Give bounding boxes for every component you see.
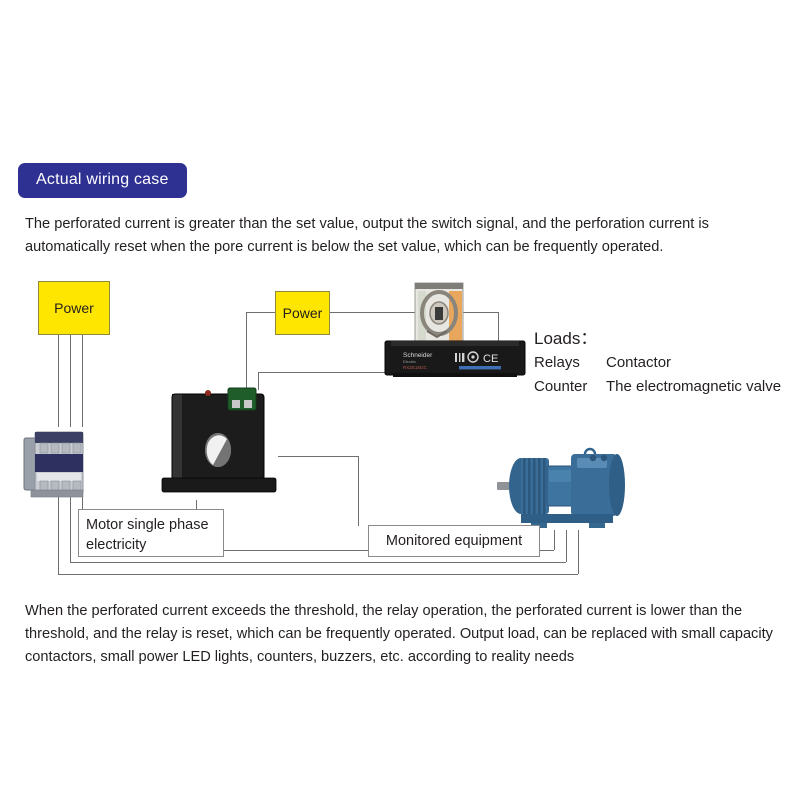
motor-phase-caption: Motor single phase electricity — [78, 509, 224, 557]
contactor-component — [22, 424, 92, 502]
relay-module: Schneider Electric RXZE1M2C CE — [384, 282, 526, 379]
loads-row-1-left: Counter — [534, 378, 588, 395]
loads-row-0-right: Contactor — [606, 354, 672, 371]
loads-title: Loads： — [534, 329, 598, 348]
svg-text:CE: CE — [483, 353, 498, 365]
power-box-control-label: Power — [282, 305, 323, 321]
section-badge: Actual wiring case — [18, 163, 187, 198]
power-box-main: Power — [38, 281, 110, 335]
loads-row: Relays Contactor — [534, 351, 781, 375]
terminal-block — [227, 387, 257, 411]
svg-text:RXZE1M2C: RXZE1M2C — [403, 365, 428, 370]
monitored-equipment-caption: Monitored equipment — [368, 525, 540, 557]
intro-paragraph: The perforated current is greater than t… — [25, 216, 709, 255]
power-box-main-label: Power — [54, 300, 94, 316]
current-transformer-sensor — [160, 387, 278, 500]
loads-row: Counter The electromagnetic valve — [534, 375, 781, 399]
svg-text:Electric: Electric — [403, 359, 416, 364]
loads-row-0-left: Relays — [534, 354, 580, 371]
summary-paragraph: When the perforated current exceeds the … — [25, 603, 773, 665]
loads-legend: Loads： Relays Contactor Counter The elec… — [534, 327, 781, 399]
loads-row-1-right: The electromagnetic valve — [606, 378, 782, 395]
three-phase-motor — [497, 440, 625, 535]
power-box-control: Power — [275, 291, 330, 335]
svg-text:Schneider: Schneider — [403, 352, 433, 359]
